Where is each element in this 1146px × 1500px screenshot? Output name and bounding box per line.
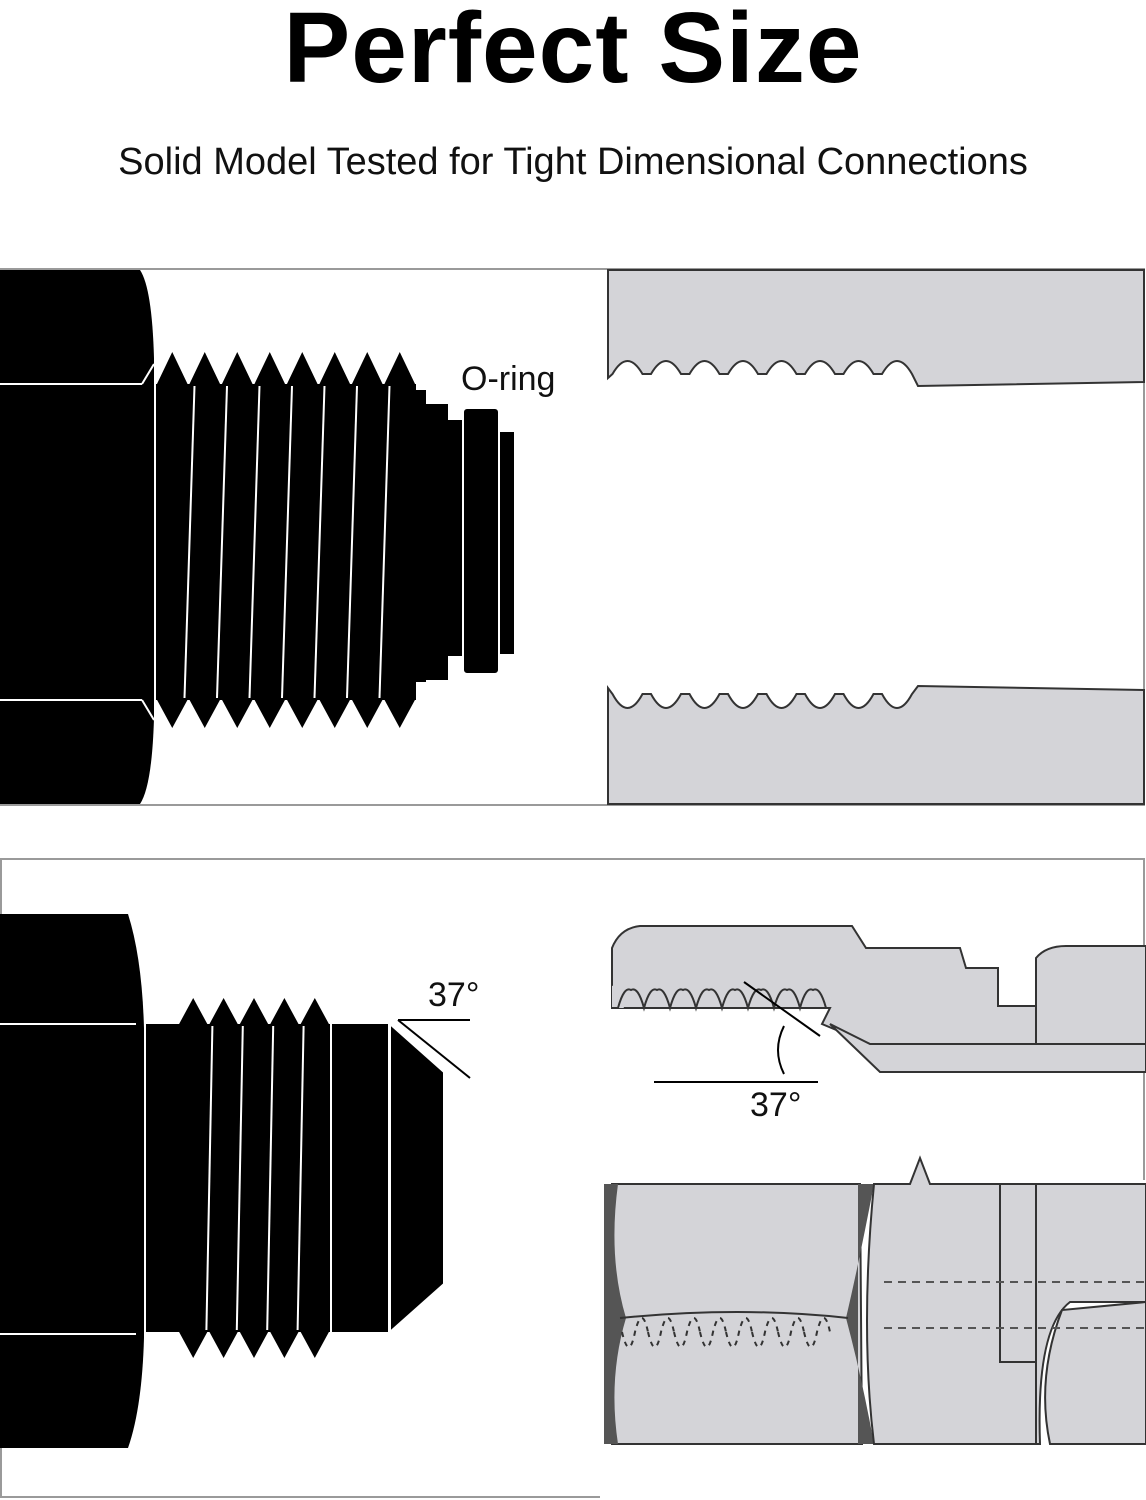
page-title: Perfect Size — [283, 0, 863, 104]
thread-line — [183, 385, 196, 699]
female-angle-label: 37° — [750, 1086, 801, 1124]
flare-diagram-panel: 37° 37° — [0, 858, 1146, 1500]
flare-male-thread — [178, 998, 330, 1358]
oring-fitting-diagram: O-ring — [0, 268, 1145, 806]
thread-line — [216, 385, 228, 699]
female-port-housing — [607, 269, 1145, 805]
thread-line — [313, 385, 326, 699]
thread-line — [378, 385, 391, 699]
oring-label: O-ring — [461, 360, 555, 398]
male-hex-nut — [0, 270, 155, 804]
flare-cone — [389, 1021, 445, 1335]
oring-diagram-panel: O-ring — [0, 268, 1146, 808]
female-angle-indicator — [654, 981, 821, 1083]
thread-line — [281, 385, 293, 699]
thread-line — [205, 1025, 214, 1331]
flare-body — [332, 1024, 388, 1332]
oring-seal — [462, 407, 500, 675]
thread-line — [266, 1025, 275, 1331]
page-subtitle: Solid Model Tested for Tight Dimensional… — [118, 141, 1028, 183]
female-swivel-assembly — [600, 925, 1146, 1500]
male-angle-label: 37° — [428, 976, 479, 1014]
flare-fitting-diagram: 37° 37° — [0, 858, 1146, 1500]
thread-line — [248, 385, 261, 699]
thread-line — [296, 1025, 305, 1331]
male-hex-nut-flare — [0, 914, 144, 1448]
oring-step — [416, 390, 514, 682]
male-thread — [156, 352, 416, 728]
flare-neck — [146, 1024, 180, 1332]
thread-line — [346, 385, 358, 699]
thread-line — [235, 1025, 244, 1331]
male-angle-indicator — [397, 1019, 471, 1079]
